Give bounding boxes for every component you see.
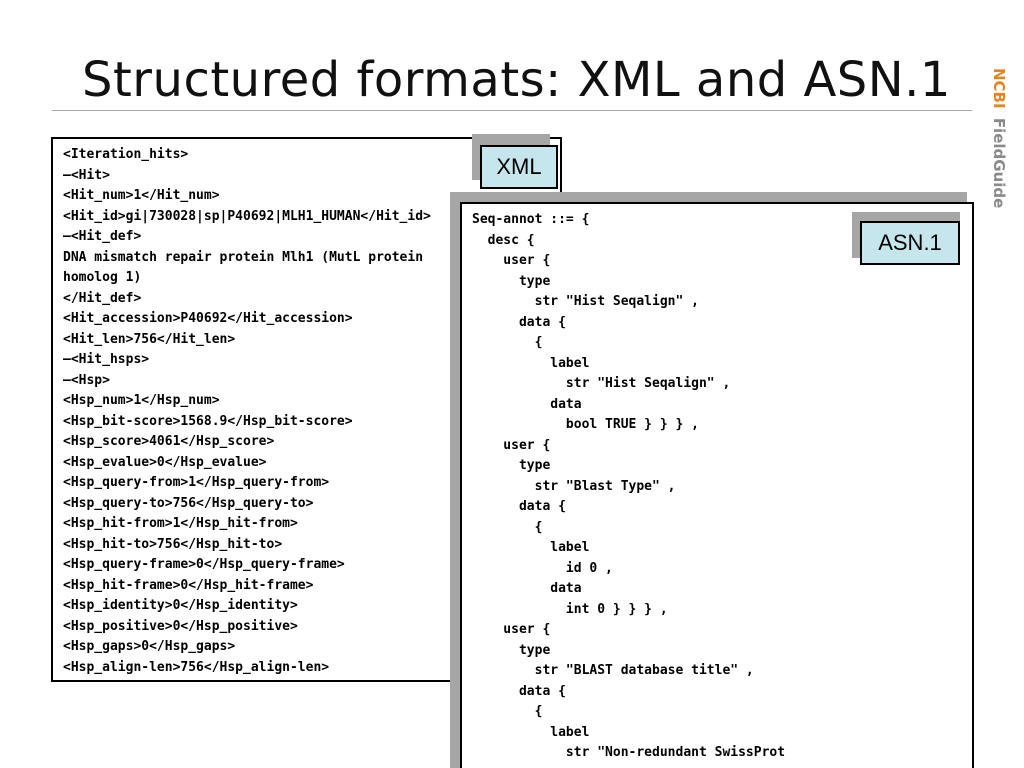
- slide-title: Structured formats: XML and ASN.1: [82, 52, 951, 108]
- brand-fieldguide: FieldGuide: [990, 118, 1008, 208]
- xml-code: <Iteration_hits> –<Hit> <Hit_num>1</Hit_…: [63, 147, 431, 675]
- title-divider: [52, 110, 972, 111]
- asn-code-panel: Seq-annot ::= { desc { user { type str "…: [460, 202, 974, 768]
- asn-code: Seq-annot ::= { desc { user { type str "…: [472, 212, 786, 760]
- brand-ncbi: NCBI: [990, 68, 1008, 109]
- svg-text:NCBI FieldGuide: NCBI FieldGuide: [990, 68, 1008, 208]
- xml-label: XML: [480, 145, 558, 189]
- asn-label: ASN.1: [860, 221, 960, 265]
- ncbi-fieldguide-logo: NCBI FieldGuide: [970, 68, 1010, 236]
